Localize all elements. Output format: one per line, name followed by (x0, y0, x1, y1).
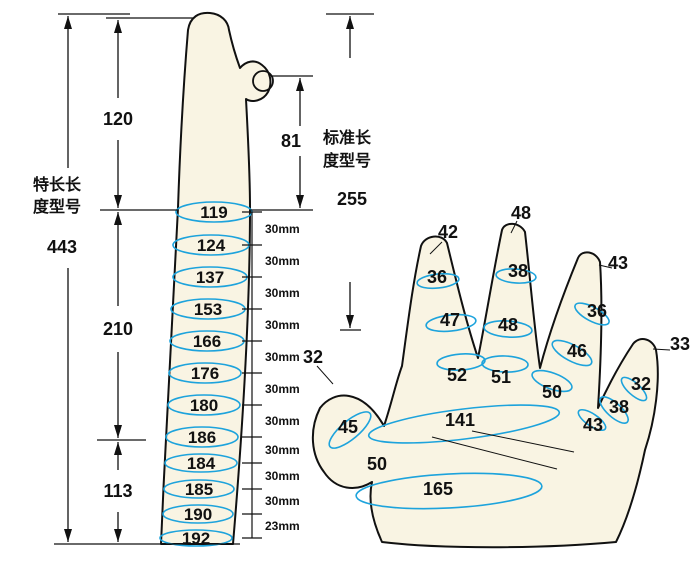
little-low-ellipse (599, 396, 629, 424)
arm-glove-outline (160, 11, 272, 545)
extra-long-label-line1: 特长长 (33, 175, 82, 194)
girth-label: 192 (182, 529, 210, 548)
middle-mid-ellipse (495, 268, 537, 284)
girth-label: 190 (184, 505, 212, 524)
leader-thumb-point (316, 365, 334, 385)
standard-label-line2: 度型号 (323, 151, 371, 170)
index-base-label: 52 (447, 365, 467, 385)
leader-index-tip (429, 241, 443, 255)
gap-label: 30mm (265, 286, 300, 300)
little-base-label: 43 (583, 415, 603, 435)
little-mid-ellipse (620, 376, 648, 402)
standard-value: 255 (337, 189, 367, 209)
dimension-lines (68, 16, 350, 542)
index-mid-ellipse (416, 272, 460, 290)
ring-tip-label: 43 (608, 253, 628, 273)
palm-crease-2 (471, 430, 575, 453)
girth-label: 176 (191, 364, 219, 383)
gap-label: 30mm (265, 494, 300, 508)
gap-label: 30mm (265, 469, 300, 483)
arm-girth-labels: 119 124 137 153 166 176 180 186 184 185 … (182, 203, 228, 548)
hand-girth-ellipses (328, 268, 648, 510)
ring-base-label: 50 (542, 382, 562, 402)
girth-ellipse (165, 426, 239, 448)
girth-label: 119 (200, 203, 227, 222)
little-tip-label: 33 (670, 334, 690, 354)
spacing-ruler: 30mm 30mm 30mm 30mm 30mm 30mm 30mm 30mm … (242, 211, 300, 539)
index-low-label: 47 (440, 310, 460, 330)
ring-base-ellipse (531, 369, 573, 393)
hand-labels: 32 42 48 43 33 36 38 36 32 47 48 46 38 5… (303, 203, 690, 499)
dim-label-lower: 113 (103, 481, 132, 501)
ring-low-label: 46 (567, 341, 587, 361)
girth-label: 185 (185, 480, 213, 499)
wrist-girth-label: 165 (423, 479, 453, 499)
palm-girth-label: 141 (445, 410, 475, 430)
thumb-base-label: 50 (367, 454, 387, 474)
ring-mid-label: 36 (587, 301, 607, 321)
dim-label-forearm: 210 (103, 319, 133, 339)
index-tip-label: 42 (438, 222, 458, 242)
little-mid-label: 32 (631, 374, 651, 394)
dim-label-hand: 120 (103, 109, 133, 129)
thumb-girth-label: 45 (338, 417, 358, 437)
thumb-tip-circle (252, 70, 274, 92)
dim-label-thumb: 81 (281, 131, 301, 151)
hand-outline (311, 222, 659, 549)
gap-label: 30mm (265, 443, 300, 457)
gap-label: 30mm (265, 350, 300, 364)
hand (311, 222, 659, 549)
arm-glove (160, 11, 274, 545)
little-low-label: 38 (609, 397, 629, 417)
girth-ellipse (167, 394, 241, 416)
girth-ellipse (162, 504, 234, 524)
leader-ring-tip (598, 264, 613, 269)
standard-label-line1: 标准长 (322, 128, 372, 147)
index-mid-label: 36 (427, 267, 447, 287)
girth-label: 180 (190, 396, 218, 415)
gap-label: 30mm (265, 414, 300, 428)
dimension-labels: 特长长 度型号 443 120 81 210 113 标准长 度型号 255 (33, 109, 372, 501)
leader-middle-tip (510, 220, 518, 234)
girth-label: 153 (194, 300, 222, 319)
gap-label: 23mm (265, 519, 300, 533)
middle-mid-label: 38 (508, 261, 528, 281)
gap-label: 30mm (265, 382, 300, 396)
girth-label: 166 (193, 332, 221, 351)
girth-ellipse (164, 453, 238, 473)
girth-label: 186 (188, 428, 216, 447)
middle-base-ellipse (481, 355, 529, 373)
ring-low-ellipse (551, 339, 593, 367)
girth-ellipse (163, 479, 235, 499)
leader-little-tip (652, 348, 671, 351)
palm-girth-ellipse (367, 404, 561, 444)
arm-girth-ellipses (159, 201, 253, 547)
girth-ellipse (159, 529, 233, 547)
gap-label: 30mm (265, 254, 300, 268)
middle-low-label: 48 (498, 315, 518, 335)
thumb-point-label: 32 (303, 347, 323, 367)
middle-tip-label: 48 (511, 203, 531, 223)
ring-mid-ellipse (574, 302, 610, 326)
extra-long-value: 443 (47, 237, 77, 257)
middle-low-ellipse (483, 320, 533, 338)
index-low-ellipse (425, 313, 477, 333)
palm-crease-1 (431, 436, 558, 470)
girth-label: 137 (196, 268, 224, 287)
gap-label: 30mm (265, 222, 300, 236)
little-base-ellipse (577, 408, 607, 432)
extra-long-label-line2: 度型号 (33, 197, 81, 216)
thumb-girth-ellipse (328, 411, 372, 449)
girth-label: 184 (187, 454, 216, 473)
middle-base-label: 51 (491, 367, 511, 387)
wrist-girth-ellipse (355, 472, 543, 510)
girth-label: 124 (197, 236, 226, 255)
girth-ellipse (168, 362, 242, 384)
hand-leader-lines (316, 220, 671, 470)
gap-label: 30mm (265, 318, 300, 332)
